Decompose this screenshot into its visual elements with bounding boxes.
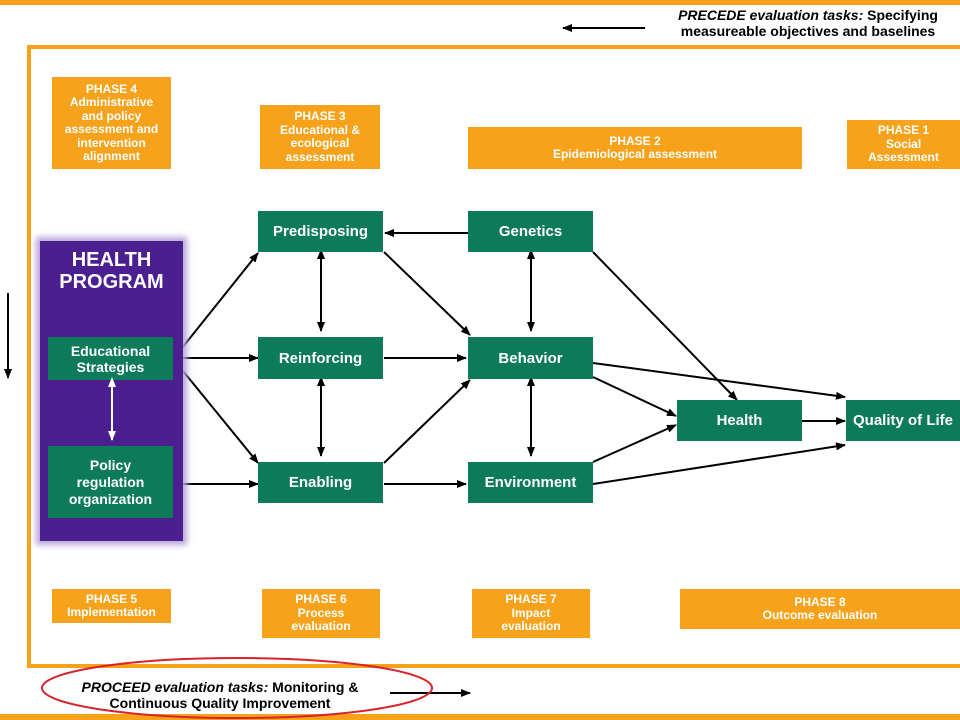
- phase-7-line: evaluation: [501, 619, 561, 634]
- precede-evaluation-tasks: PRECEDE evaluation tasks: Specifying mea…: [648, 7, 960, 39]
- phase-6-line: Process: [297, 605, 345, 620]
- phase-7-line: Impact: [511, 605, 551, 620]
- quality-of-life-box: Quality of Life: [846, 400, 960, 441]
- arrow-behavior-qol: [592, 362, 846, 400]
- phase-4-line: alignment: [83, 149, 140, 163]
- phase-5-box: PHASE 5 Implementation: [52, 589, 171, 623]
- policy-regulation-box: Policy regulation organization: [48, 446, 173, 518]
- educational-strategies-line: Strategies: [76, 358, 145, 375]
- proceed-text-line2: Continuous Quality Improvement: [109, 695, 331, 711]
- phase-5-line: Implementation: [67, 605, 156, 619]
- arrow-environment-health: [592, 424, 677, 463]
- phase-7-box: PHASE 7 Impact evaluation: [472, 589, 590, 638]
- phase-3-line: Educational &: [279, 122, 360, 137]
- policy-regulation-line: organization: [68, 490, 153, 507]
- genetics-box: Genetics: [468, 211, 593, 252]
- proceed-label: PROCEED evaluation tasks:: [81, 679, 269, 695]
- arrow-environment-qol: [592, 442, 846, 485]
- phase-7-title: PHASE 7: [505, 592, 557, 607]
- phase-6-box: PHASE 6 Process evaluation: [262, 589, 380, 638]
- phase-4-line: assessment and: [64, 122, 159, 136]
- phase-3-line: ecological: [290, 136, 350, 150]
- phase-6-title: PHASE 6: [295, 592, 347, 607]
- reinforcing-box: Reinforcing: [258, 337, 383, 379]
- phase-3-title: PHASE 3: [294, 109, 346, 123]
- precede-text-line2: measureable objectives and baselines: [680, 23, 936, 39]
- phase-4-line: and policy: [81, 108, 142, 123]
- phase-2-title: PHASE 2: [609, 133, 661, 148]
- educational-strategies-line: Educational: [70, 342, 151, 359]
- model-frame: [27, 45, 960, 668]
- phase-8-box: PHASE 8 Outcome evaluation: [680, 589, 960, 629]
- phase-3-line: assessment: [285, 149, 355, 164]
- phase-1-line: Social: [885, 136, 922, 151]
- enabling-box: Enabling: [258, 462, 383, 503]
- arrow-enabling-behavior: [383, 379, 471, 464]
- precede-text: Specifying: [867, 7, 938, 23]
- policy-regulation-line: Policy: [89, 456, 132, 473]
- phase-4-title: PHASE 4: [85, 81, 138, 96]
- environment-box: Environment: [468, 462, 593, 503]
- health-program-title-line: PROGRAM: [59, 271, 164, 293]
- policy-regulation-line: regulation: [76, 473, 145, 490]
- arrow-behavior-health: [592, 376, 677, 417]
- precede-label: PRECEDE evaluation tasks:: [678, 7, 864, 23]
- arrow-edu-enabling: [173, 359, 259, 464]
- bottom-orange-bar: [0, 714, 960, 720]
- phase-2-line: Epidemiological assessment: [552, 147, 718, 161]
- phase-2-box: PHASE 2 Epidemiological assessment: [468, 127, 802, 169]
- phase-5-title: PHASE 5: [85, 591, 138, 606]
- arrow-genetics-health: [592, 251, 738, 401]
- phase-4-box: PHASE 4 Administrative and policy assess…: [52, 77, 171, 169]
- phase-8-title: PHASE 8: [794, 594, 846, 609]
- phase-6-line: evaluation: [291, 619, 351, 634]
- arrow-predisposing-behavior: [383, 251, 471, 336]
- health-program-title: HEALTH PROGRAM: [40, 249, 183, 293]
- health-program-title-line: HEALTH: [71, 249, 152, 271]
- top-orange-bar: [0, 0, 960, 5]
- phase-4-line: intervention: [77, 135, 146, 150]
- phase-1-box: PHASE 1 Social Assessment: [847, 120, 960, 169]
- predisposing-box: Predisposing: [258, 211, 383, 252]
- arrow-edu-predisposing: [173, 252, 259, 359]
- educational-strategies-box: Educational Strategies: [48, 337, 173, 380]
- phase-8-line: Outcome evaluation: [762, 608, 878, 622]
- phase-1-title: PHASE 1: [877, 123, 930, 138]
- phase-3-box: PHASE 3 Educational & ecological assessm…: [260, 105, 380, 169]
- phase-1-line: Assessment: [868, 150, 939, 165]
- health-box: Health: [677, 400, 802, 441]
- behavior-box: Behavior: [468, 337, 593, 379]
- proceed-evaluation-tasks: PROCEED evaluation tasks: Monitoring & C…: [50, 679, 390, 711]
- proceed-text: Monitoring &: [272, 679, 359, 695]
- phase-4-line: Administrative: [69, 95, 154, 109]
